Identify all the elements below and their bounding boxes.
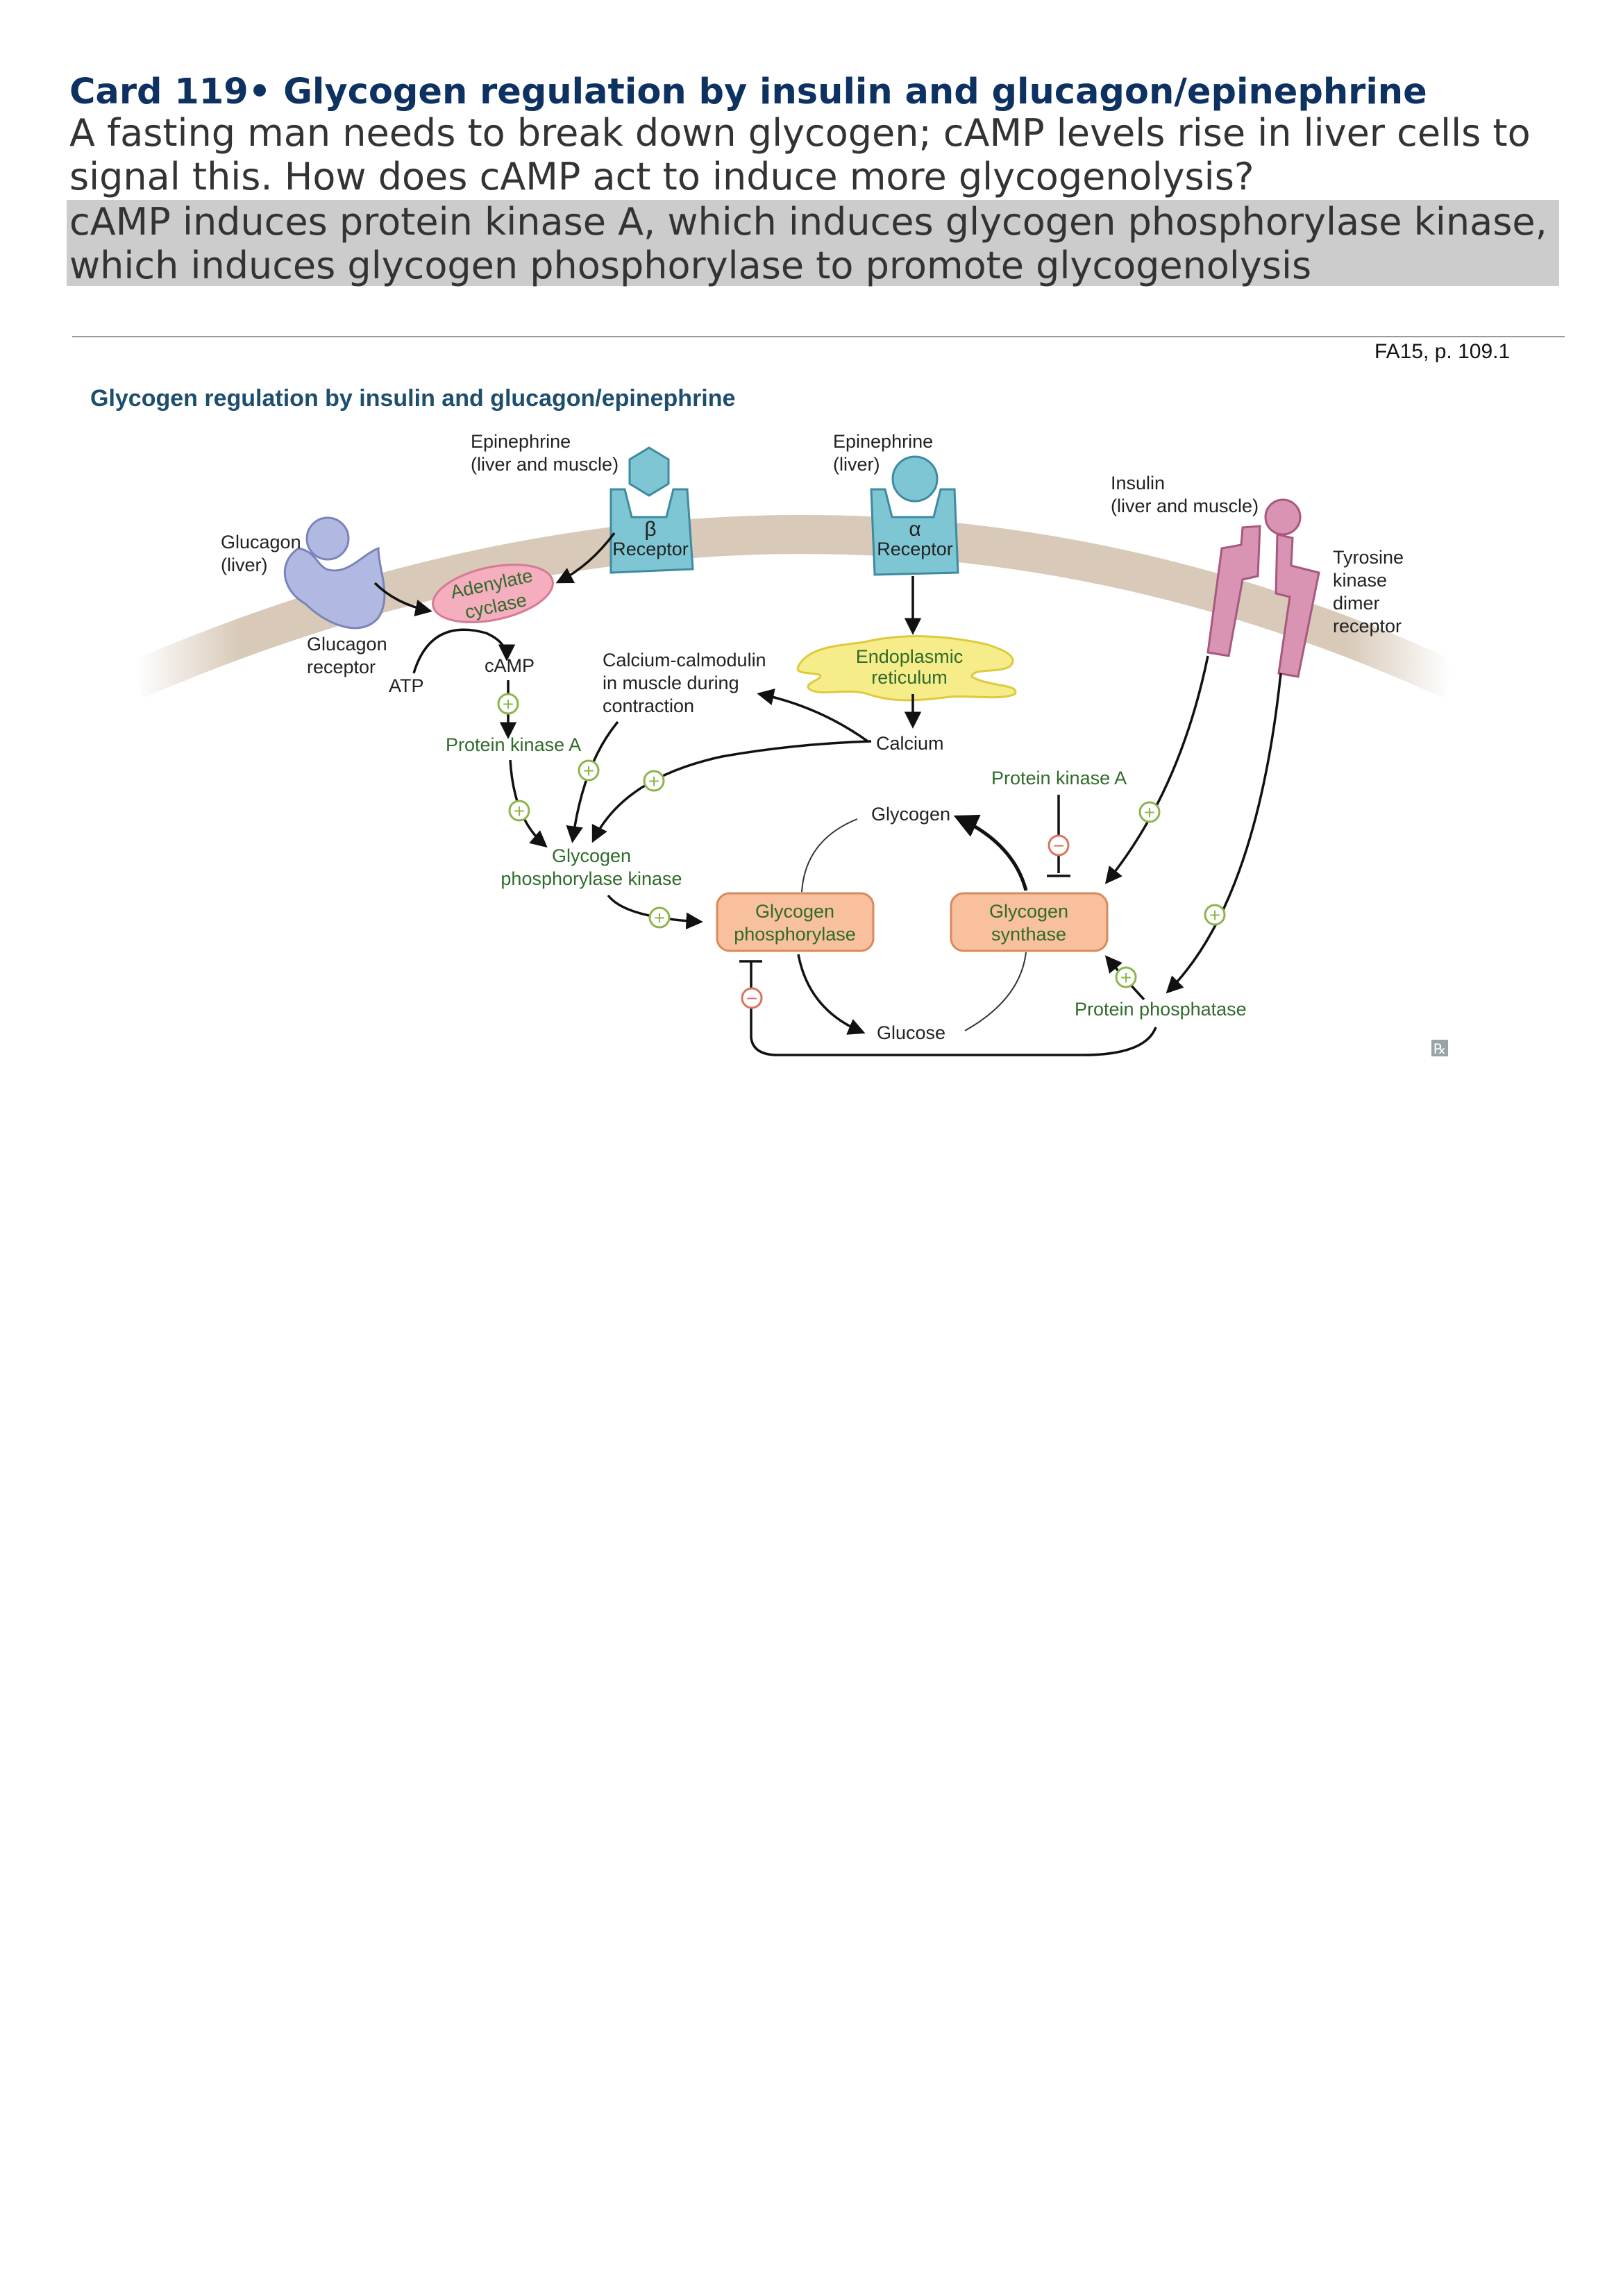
insulin-label: Insulin [1111,473,1165,493]
svg-text:+: + [514,800,525,822]
activation-markers: + + + + + + + + [497,693,1226,988]
alpha-receptor-shape [870,455,959,576]
inhibition-markers: − − [741,834,1070,1009]
calcium-label: Calcium [876,733,944,754]
tyrosine-label-4: receptor [1333,616,1402,636]
epinephrine-beta-label: Epinephrine [471,431,571,452]
er-label-2: reticulum [871,667,948,688]
camp-label: cAMP [485,655,535,676]
svg-text:+: + [654,907,665,929]
epinephrine-beta-sub-label: (liver and muscle) [471,454,619,475]
divider [72,336,1565,337]
gpk-label: Glycogen [552,845,631,866]
svg-text:+: + [1120,967,1132,988]
svg-text:+: + [503,693,514,715]
calmodulin-label-2: in muscle during [603,673,739,693]
glucose-label: Glucose [877,1022,945,1043]
protein-phosphatase-label: Protein phosphatase [1075,999,1247,1020]
adenylate-cyclase-shape [432,564,554,623]
svg-text:+: + [648,770,659,792]
svg-text:−: − [1053,835,1064,856]
svg-text:−: − [746,988,757,1009]
tyrosine-label-2: kinase [1333,570,1387,591]
svg-text:+: + [1209,904,1220,926]
epinephrine-alpha-label: Epinephrine [833,431,933,452]
beta-symbol: β [644,518,656,541]
glycogen-phosphorylase-label: Glycogen [755,901,834,922]
gpk-label-2: phosphorylase kinase [501,868,682,889]
card-title: Card 119• Glycogen regulation by insulin… [69,71,1427,112]
glucagon-receptor-label: Glucagon [307,634,387,655]
rx-logo-box [1431,1040,1448,1056]
thin-cycle-lines [801,818,1027,1031]
beta-receptor-label: Receptor [612,539,689,559]
glycogen-synthase-label-2: synthase [991,924,1066,945]
tyrosine-label-3: dimer [1333,593,1380,614]
alpha-receptor-label: Receptor [877,539,953,559]
tyrosine-kinase-receptor-shape [1206,498,1320,678]
glycogen-synthase-box [950,892,1109,952]
glucagon-sub-label: (liver) [221,555,268,575]
glycogen-phosphorylase-label-2: phosphorylase [734,924,856,945]
pka-label: Protein kinase A [446,734,581,755]
answer-text: cAMP induces protein kinase A, which ind… [67,200,1559,287]
insulin-sub-label: (liver and muscle) [1111,496,1259,516]
calmodulin-label-3: contraction [603,695,694,716]
atp-label: ATP [389,675,424,696]
reference-label: FA15, p. 109.1 [1374,340,1511,363]
rx-logo: ℞ [1433,1042,1446,1057]
glycogen-synthase-label: Glycogen [989,901,1068,922]
tyrosine-label-1: Tyrosine [1333,547,1404,568]
svg-text:+: + [583,760,594,782]
figure-title: Glycogen regulation by insulin and gluca… [90,385,735,412]
calmodulin-label: Calcium-calmodulin [603,650,766,670]
glucagon-receptor-label-2: receptor [307,657,376,677]
er-label: Endoplasmic [856,646,964,667]
pka-right-label: Protein kinase A [991,768,1127,788]
glycogen-label: Glycogen [871,804,950,825]
glucagon-label: Glucagon [221,532,301,552]
glycogen-regulation-diagram: Glycogen regulation by insulin and gluca… [90,385,1459,1057]
svg-text:+: + [1144,802,1155,823]
alpha-symbol: α [909,518,920,541]
question-text: A fasting man needs to break down glycog… [69,111,1531,199]
beta-receptor-shape [609,446,694,574]
glycogen-phosphorylase-box [716,892,875,952]
glucagon-receptor-shape [283,516,386,630]
epinephrine-alpha-sub-label: (liver) [833,454,880,475]
endoplasmic-reticulum-shape [796,635,1017,702]
